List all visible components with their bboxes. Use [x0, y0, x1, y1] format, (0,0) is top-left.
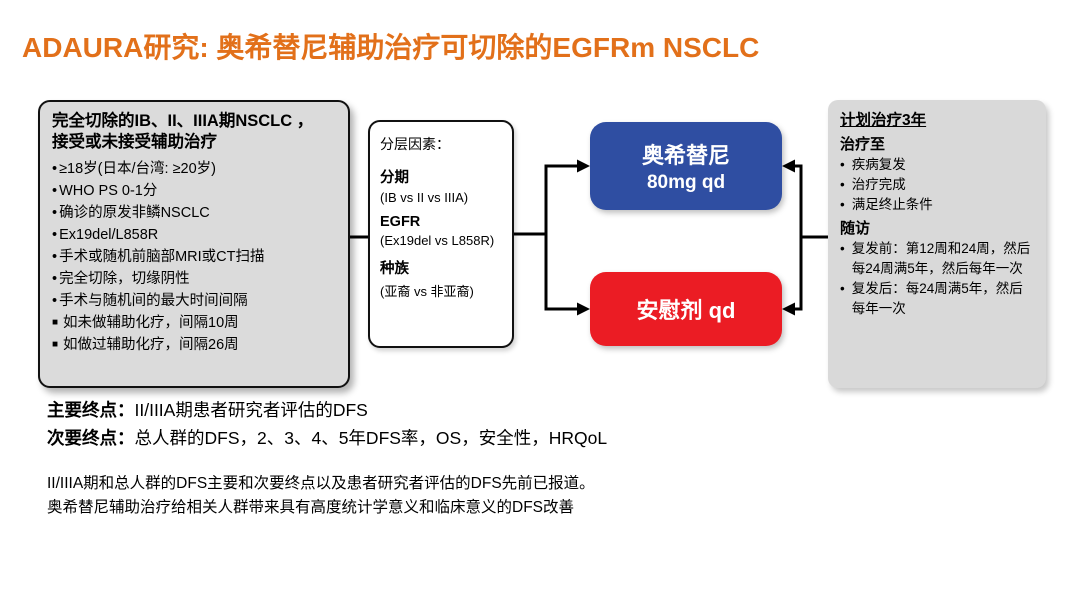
primary-endpoint-text: II/IIIA期患者研究者评估的DFS [134, 400, 368, 420]
square-bullet-icon: ■ [52, 339, 59, 351]
square-bullet-icon: ■ [52, 317, 59, 329]
secondary-endpoint-text: 总人群的DFS，2、3、4、5年DFS率，OS，安全性，HRQoL [134, 428, 608, 448]
bullet-icon: • [840, 177, 845, 193]
eligibility-header: 完全切除的IB、II、IIIA期NSCLC ， 接受或未接受辅助治疗 [52, 111, 338, 154]
list-item-text: ≥18岁(日本/台湾: ≥20岁) [59, 160, 216, 177]
list-item: • 疾病复发 [840, 155, 1036, 175]
list-item-text: Ex19del/L858R [59, 226, 159, 243]
treat-until-list: • 疾病复发 • 治疗完成 • 满足终止条件 [840, 155, 1036, 216]
treat-until-label: 治疗至 [840, 135, 886, 153]
list-item-text: 治疗完成 [851, 177, 906, 193]
placebo-arm-name: 安慰剂 qd [636, 298, 736, 323]
osimertinib-arm-dose: 80mg qd [646, 172, 726, 193]
list-item-text: WHO PS 0-1分 [59, 182, 158, 199]
osimertinib-arm-name: 奥希替尼 [641, 143, 730, 168]
list-item: •手术或随机前脑部MRI或CT扫描 [52, 246, 338, 268]
list-item: ■ 如未做辅助化疗，间隔10周 [52, 312, 338, 334]
list-item: •手术与随机间的最大时间间隔 [52, 290, 338, 312]
eligibility-list: •≥18岁(日本/台湾: ≥20岁) •WHO PS 0-1分 •确诊的原发非鳞… [52, 158, 338, 356]
eligibility-box: 完全切除的IB、II、IIIA期NSCLC ， 接受或未接受辅助治疗 •≥18岁… [38, 100, 350, 388]
list-item-text: 满足终止条件 [851, 197, 933, 213]
list-item: • 复发后：每24周满5年，然后每年一次 [840, 279, 1036, 320]
list-item-text: 疾病复发 [851, 156, 906, 172]
list-item-text: 确诊的原发非鳞NSCLC [59, 204, 210, 221]
list-item: •≥18岁(日本/台湾: ≥20岁) [52, 158, 338, 180]
bullet-icon: • [52, 160, 58, 177]
list-item-text: 复发前：第12周和24周，然后每24周满5年，然后每年一次 [851, 240, 1031, 276]
followup-label: 随访 [840, 219, 871, 237]
plan-header: 计划治疗3年 [840, 112, 927, 129]
list-item: • 复发前：第12周和24周，然后每24周满5年，然后每年一次 [840, 239, 1036, 280]
eligibility-header-line1: 完全切除的IB、II、IIIA期NSCLC ， [52, 112, 314, 130]
bullet-icon: • [52, 293, 58, 310]
treatment-plan-box: 计划治疗3年 治疗至 • 疾病复发 • 治疗完成 • 满足终止条件 随访 • 复发前：第… [828, 100, 1046, 388]
secondary-endpoint: 次要终点：总人群的DFS，2、3、4、5年DFS率，OS，安全性，HRQoL [47, 424, 607, 452]
bullet-icon: • [52, 271, 58, 288]
list-item: • 治疗完成 [840, 175, 1036, 195]
followup-list: • 复发前：第12周和24周，然后每24周满5年，然后每年一次 • 复发后：每24周… [840, 239, 1036, 320]
endpoints-section: 主要终点：II/IIIA期患者研究者评估的DFS 次要终点：总人群的DFS，2、… [47, 396, 607, 452]
primary-endpoint: 主要终点：II/IIIA期患者研究者评估的DFS [47, 396, 607, 424]
bullet-icon: • [840, 240, 845, 256]
strat-factor-value: (Ex19del vs L858R) [380, 233, 495, 248]
list-item: •确诊的原发非鳞NSCLC [52, 202, 338, 224]
list-item: •Ex19del/L858R [52, 224, 338, 246]
secondary-endpoint-label: 次要终点： [47, 428, 135, 448]
list-item: •完全切除，切缘阴性 [52, 268, 338, 290]
bullet-icon: • [52, 204, 58, 221]
strat-factor-value: (IB vs II vs IIIA) [380, 190, 469, 205]
bullet-icon: • [52, 249, 58, 265]
page-title: ADAURA研究: 奥希替尼辅助治疗可切除的EGFRm NSCLC [22, 32, 760, 63]
list-item-text: 完全切除，切缘阴性 [59, 271, 190, 288]
strat-factor-label: 分期 [380, 170, 409, 186]
stratification-title: 分层因素： [380, 136, 450, 152]
eligibility-header-line2: 接受或未接受辅助治疗 [52, 133, 217, 152]
footnote-line1: II/IIIA期和总人群的DFS主要和次要终点以及患者研究者评估的DFS先前已报… [47, 475, 595, 492]
list-item-text: 手术与随机间的最大时间间隔 [59, 293, 248, 310]
list-item: • 满足终止条件 [840, 195, 1036, 215]
bullet-icon: • [840, 156, 845, 172]
strat-factor-value: (亚裔 vs 非亚裔) [380, 284, 474, 299]
stratification-box: 分层因素： 分期 (IB vs II vs IIIA) EGFR (Ex19de… [368, 120, 514, 348]
bullet-icon: • [840, 197, 845, 213]
osimertinib-arm-box: 奥希替尼 80mg qd [590, 122, 782, 210]
list-item-text: 如做过辅助化疗，间隔26周 [63, 337, 239, 354]
primary-endpoint-label: 主要终点： [47, 400, 135, 420]
list-item: ■ 如做过辅助化疗，间隔26周 [52, 334, 338, 356]
bullet-icon: • [840, 281, 845, 297]
footnote-line2: 奥希替尼辅助治疗给相关人群带来具有高度统计学意义和临床意义的DFS改善 [47, 499, 575, 517]
list-item-text: 如未做辅助化疗，间隔10周 [63, 315, 239, 332]
strat-factor-label: EGFR [380, 214, 421, 230]
placebo-arm-box: 安慰剂 qd [590, 272, 782, 346]
bullet-icon: • [52, 182, 58, 199]
list-item: •WHO PS 0-1分 [52, 180, 338, 202]
list-item-text: 手术或随机前脑部MRI或CT扫描 [59, 249, 265, 265]
strat-factor-label: 种族 [380, 261, 409, 277]
bullet-icon: • [52, 226, 58, 243]
footnote-section: II/IIIA期和总人群的DFS主要和次要终点以及患者研究者评估的DFS先前已报… [47, 472, 595, 520]
list-item-text: 复发后：每24周满5年，然后每年一次 [851, 281, 1023, 317]
